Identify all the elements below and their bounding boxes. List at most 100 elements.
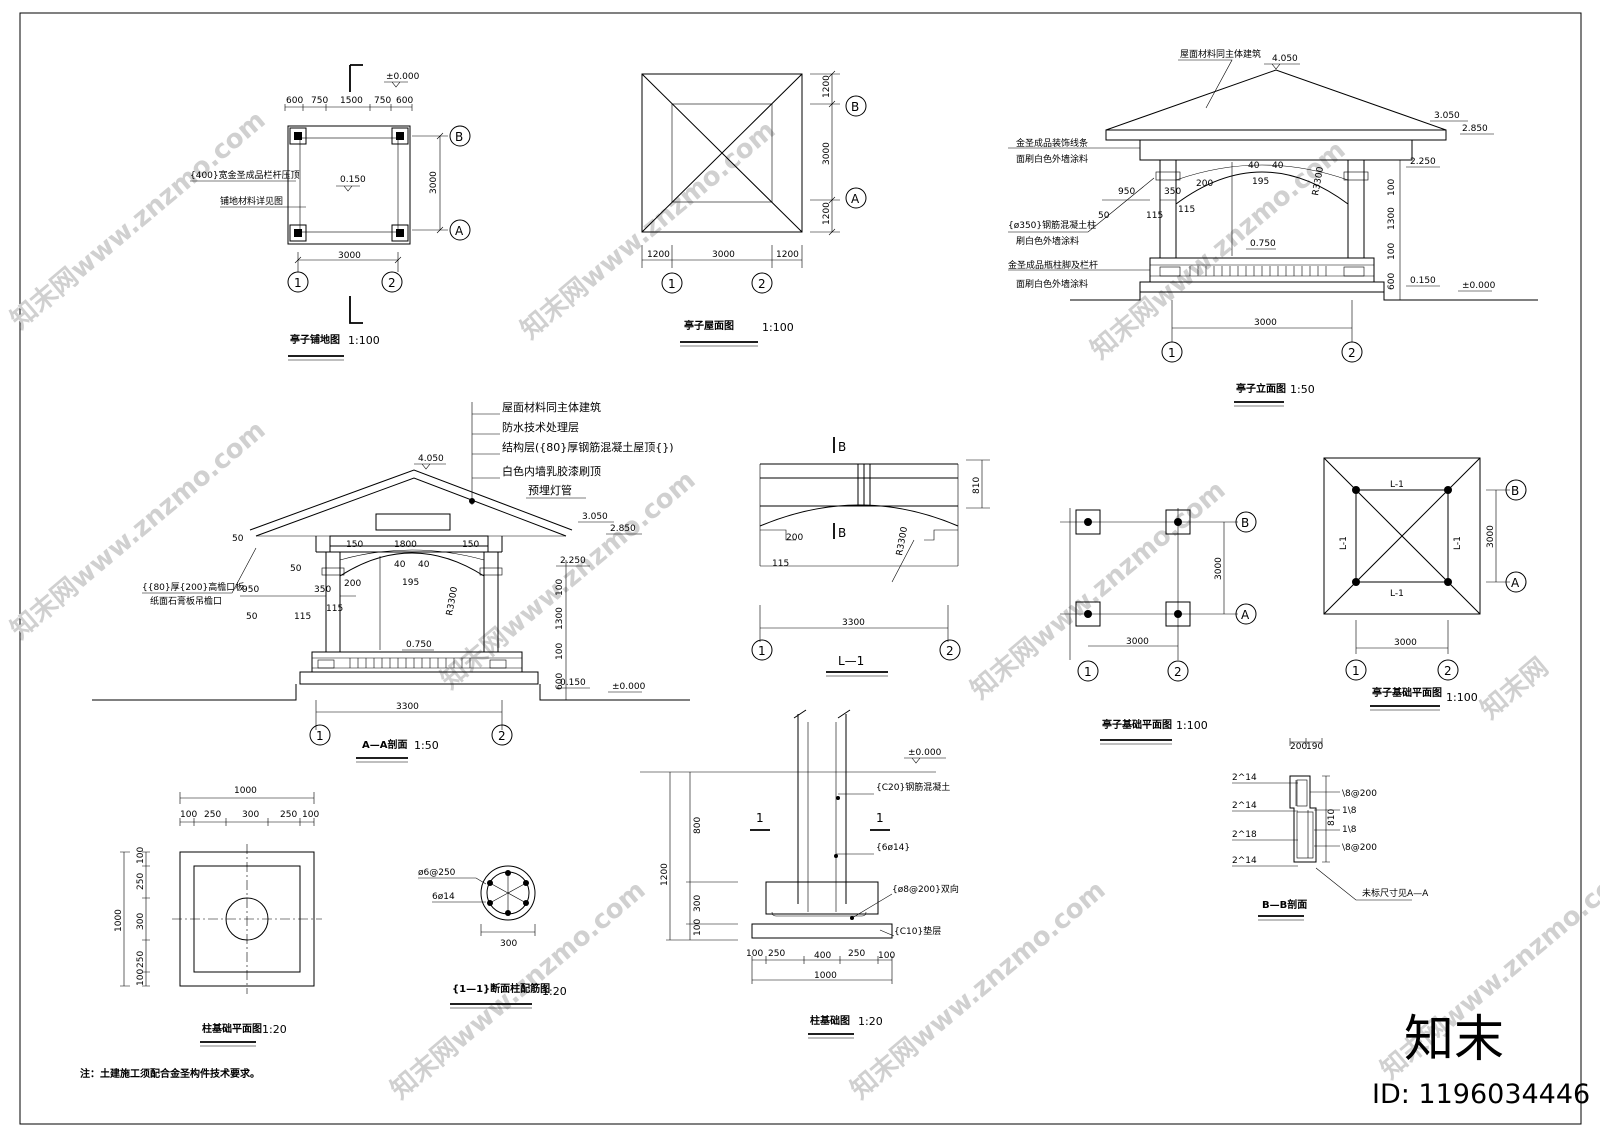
svg-text:白色内墙乳胶漆刷顶: 白色内墙乳胶漆刷顶 xyxy=(502,464,601,478)
svg-text:300: 300 xyxy=(136,913,146,930)
svg-text:250: 250 xyxy=(136,951,146,968)
svg-text:1:20: 1:20 xyxy=(542,985,567,998)
svg-text:2: 2 xyxy=(1444,664,1452,678)
svg-text:100: 100 xyxy=(555,579,565,596)
svg-text:3.050: 3.050 xyxy=(1434,111,1460,121)
svg-text:1: 1 xyxy=(1168,346,1176,360)
svg-text:3000: 3000 xyxy=(1214,557,1224,580)
svg-text:±0.000: ±0.000 xyxy=(1462,281,1496,291)
svg-text:2.850: 2.850 xyxy=(610,524,636,534)
svg-text:40: 40 xyxy=(394,560,406,570)
svg-text:\8@200: \8@200 xyxy=(1342,843,1377,853)
foundation-plan-title: 亭子基础平面图 xyxy=(1102,718,1172,731)
svg-text:600: 600 xyxy=(1387,273,1397,290)
svg-text:250: 250 xyxy=(136,873,146,890)
svg-text:1\8: 1\8 xyxy=(1342,806,1357,816)
svg-text:100: 100 xyxy=(180,810,197,820)
svg-text:1:100: 1:100 xyxy=(1446,691,1478,704)
svg-text:115: 115 xyxy=(1146,211,1163,221)
svg-text:250: 250 xyxy=(280,810,297,820)
svg-text:B: B xyxy=(838,526,846,540)
svg-text:防水技术处理层: 防水技术处理层 xyxy=(502,420,579,434)
svg-text:{ø350}钢筋混凝土柱: {ø350}钢筋混凝土柱 xyxy=(1008,219,1096,231)
elevation: 屋面材料同主体建筑 4.050 金圣成品装饰线条 面刷白色外墙涂料 {ø350}… xyxy=(1008,48,1538,407)
foundation-beam-plan-title: 亭子基础平面图 xyxy=(1372,686,1442,699)
beam-l1-title: L—1 xyxy=(838,654,864,668)
elevation-title: 亭子立面图 xyxy=(1236,382,1286,395)
svg-text:1: 1 xyxy=(756,811,764,825)
svg-text:3000: 3000 xyxy=(712,250,735,260)
svg-text:1: 1 xyxy=(294,276,302,290)
foundation-beam-plan: L-1 L-1 L-1 L-1 3000 B A 3000 1 2 亭子基础平面… xyxy=(1323,457,1527,711)
svg-text:40: 40 xyxy=(418,560,430,570)
svg-text:1200: 1200 xyxy=(647,250,670,260)
svg-text:1:50: 1:50 xyxy=(1290,383,1315,396)
svg-text:1:20: 1:20 xyxy=(262,1023,287,1036)
svg-text:50: 50 xyxy=(232,534,244,544)
svg-text:B: B xyxy=(838,440,846,454)
svg-text:0.750: 0.750 xyxy=(1250,239,1276,249)
svg-text:0.750: 0.750 xyxy=(406,640,432,650)
svg-text:2: 2 xyxy=(1348,346,1356,360)
svg-text:3000: 3000 xyxy=(1254,318,1277,328)
svg-text:面刷白色外墙涂料: 面刷白色外墙涂料 xyxy=(1016,278,1088,290)
svg-text:600: 600 xyxy=(555,673,565,690)
svg-text:3.050: 3.050 xyxy=(582,512,608,522)
svg-text:150: 150 xyxy=(346,540,363,550)
svg-text:金圣成品装饰线条: 金圣成品装饰线条 xyxy=(1016,137,1088,149)
svg-text:未标尺寸见A—A: 未标尺寸见A—A xyxy=(1362,887,1429,899)
svg-text:\8@200: \8@200 xyxy=(1342,789,1377,799)
svg-text:810: 810 xyxy=(972,477,982,494)
svg-text:{400}宽金圣成品栏杆压顶: {400}宽金圣成品栏杆压顶 xyxy=(190,169,300,181)
svg-text:2: 2 xyxy=(1174,665,1182,679)
svg-text:L-1: L-1 xyxy=(1453,536,1463,550)
svg-text:2^14: 2^14 xyxy=(1232,773,1257,783)
svg-text:1:20: 1:20 xyxy=(858,1015,883,1028)
svg-text:0.150: 0.150 xyxy=(560,678,586,688)
roof-plan: 1200 3000 1200 B A 1200 3000 1200 1 2 亭子… xyxy=(641,70,867,347)
svg-text:2: 2 xyxy=(388,276,396,290)
svg-text:L-1: L-1 xyxy=(1390,589,1404,599)
svg-text:ø6@250: ø6@250 xyxy=(418,868,456,878)
svg-text:750: 750 xyxy=(374,96,391,106)
svg-text:100: 100 xyxy=(746,949,763,959)
svg-text:1300: 1300 xyxy=(555,607,565,630)
footing-section-title: 柱基础图 xyxy=(810,1014,850,1027)
svg-text:1:50: 1:50 xyxy=(414,739,439,752)
svg-text:B: B xyxy=(1511,484,1519,498)
svg-text:3000: 3000 xyxy=(822,142,832,165)
svg-text:2: 2 xyxy=(946,644,954,658)
svg-text:3000: 3000 xyxy=(338,251,361,261)
svg-text:L-1: L-1 xyxy=(1339,536,1349,550)
svg-text:200: 200 xyxy=(344,579,361,589)
svg-text:115: 115 xyxy=(772,559,789,569)
brand-id: ID: 1196034446 xyxy=(1372,1079,1590,1110)
svg-text:6ø14: 6ø14 xyxy=(432,892,455,902)
svg-text:知末网www.znzmo.com: 知末网www.znzmo.com xyxy=(435,465,701,695)
svg-text:100: 100 xyxy=(1387,243,1397,260)
foundation-plan: 3000 B A 3000 1 2 亭子基础平面图 1:100 xyxy=(1060,508,1257,745)
svg-text:1000: 1000 xyxy=(234,786,257,796)
svg-text:600: 600 xyxy=(286,96,303,106)
svg-text:1200: 1200 xyxy=(822,75,832,98)
svg-text:2^14: 2^14 xyxy=(1232,856,1257,866)
section-aa: 屋面材料同主体建筑 防水技术处理层 结构层({80}厚钢筋混凝土屋顶{}) 白色… xyxy=(92,400,690,763)
svg-text:115: 115 xyxy=(1178,205,1195,215)
svg-text:{ø8@200}双向: {ø8@200}双向 xyxy=(892,883,959,895)
svg-text:0.150: 0.150 xyxy=(340,175,366,185)
svg-text:200: 200 xyxy=(1290,742,1307,752)
svg-text:50: 50 xyxy=(246,612,258,622)
svg-text:知末网www.znzmo.com: 知末网www.znzmo.com xyxy=(5,415,271,645)
svg-text:2.250: 2.250 xyxy=(560,556,586,566)
column-section: ø6@250 6ø14 300 {1—1}断面柱配筋图 1:20 xyxy=(418,865,567,1009)
svg-text:250: 250 xyxy=(848,949,865,959)
svg-text:2^14: 2^14 xyxy=(1232,801,1257,811)
svg-text:1: 1 xyxy=(758,644,766,658)
svg-text:1:100: 1:100 xyxy=(1176,719,1208,732)
svg-text:3300: 3300 xyxy=(842,618,865,628)
svg-text:知末网www.znzmo.com: 知末网www.znzmo.com xyxy=(5,105,271,335)
svg-text:±0.000: ±0.000 xyxy=(908,748,942,758)
svg-text:100: 100 xyxy=(1387,179,1397,196)
sheet-border xyxy=(19,12,1582,1125)
